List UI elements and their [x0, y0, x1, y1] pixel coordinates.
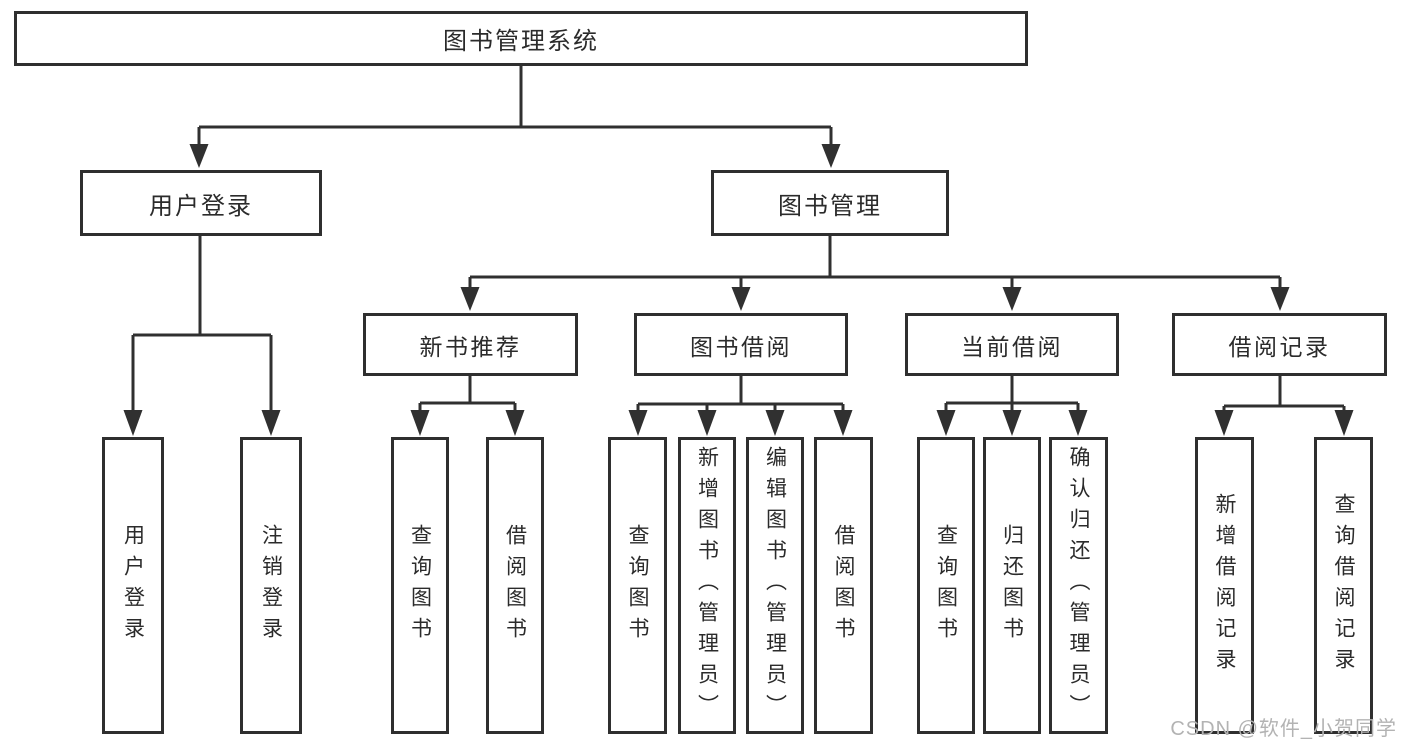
leaf-query-books-current: 查询图书	[917, 437, 975, 734]
leaf-query-books-borrow: 查询图书	[608, 437, 667, 734]
leaf-query-borrow-record: 查询借阅记录	[1314, 437, 1373, 734]
watermark: CSDN @软件_小贺同学	[1170, 718, 1397, 740]
node-new-book-recommend: 新书推荐	[363, 313, 578, 376]
leaf-logout: 注销登录	[240, 437, 302, 734]
node-user-login: 用户登录	[80, 170, 322, 236]
edge-root-to-level2	[189, 66, 841, 168]
node-book-management: 图书管理	[711, 170, 949, 236]
node-borrow-records: 借阅记录	[1172, 313, 1387, 376]
node-current-borrow: 当前借阅	[905, 313, 1119, 376]
leaf-borrow-books-2: 借阅图书	[814, 437, 873, 734]
edge-book-borrow-to-leaves	[628, 376, 853, 436]
edge-new-book-recommend-to-leaves	[410, 376, 525, 436]
edge-current-borrow-to-leaves	[936, 376, 1088, 436]
leaf-user-login: 用户登录	[102, 437, 164, 734]
edge-user-login-to-leaves	[123, 236, 281, 436]
leaf-add-borrow-record: 新增借阅记录	[1195, 437, 1254, 734]
leaf-return-book: 归还图书	[983, 437, 1041, 734]
leaf-borrow-books-recommend: 借阅图书	[486, 437, 544, 734]
leaf-query-books-recommend: 查询图书	[391, 437, 449, 734]
node-root: 图书管理系统	[14, 11, 1028, 66]
edge-borrow-records-to-leaves	[1214, 376, 1354, 436]
leaf-add-book-admin: 新增图书（管理员）	[678, 437, 736, 734]
leaf-edit-book-admin: 编辑图书（管理员）	[746, 437, 804, 734]
edge-book-management-to-level3	[460, 236, 1290, 311]
node-book-borrow: 图书借阅	[634, 313, 848, 376]
leaf-confirm-return-admin: 确认归还（管理员）	[1049, 437, 1108, 734]
